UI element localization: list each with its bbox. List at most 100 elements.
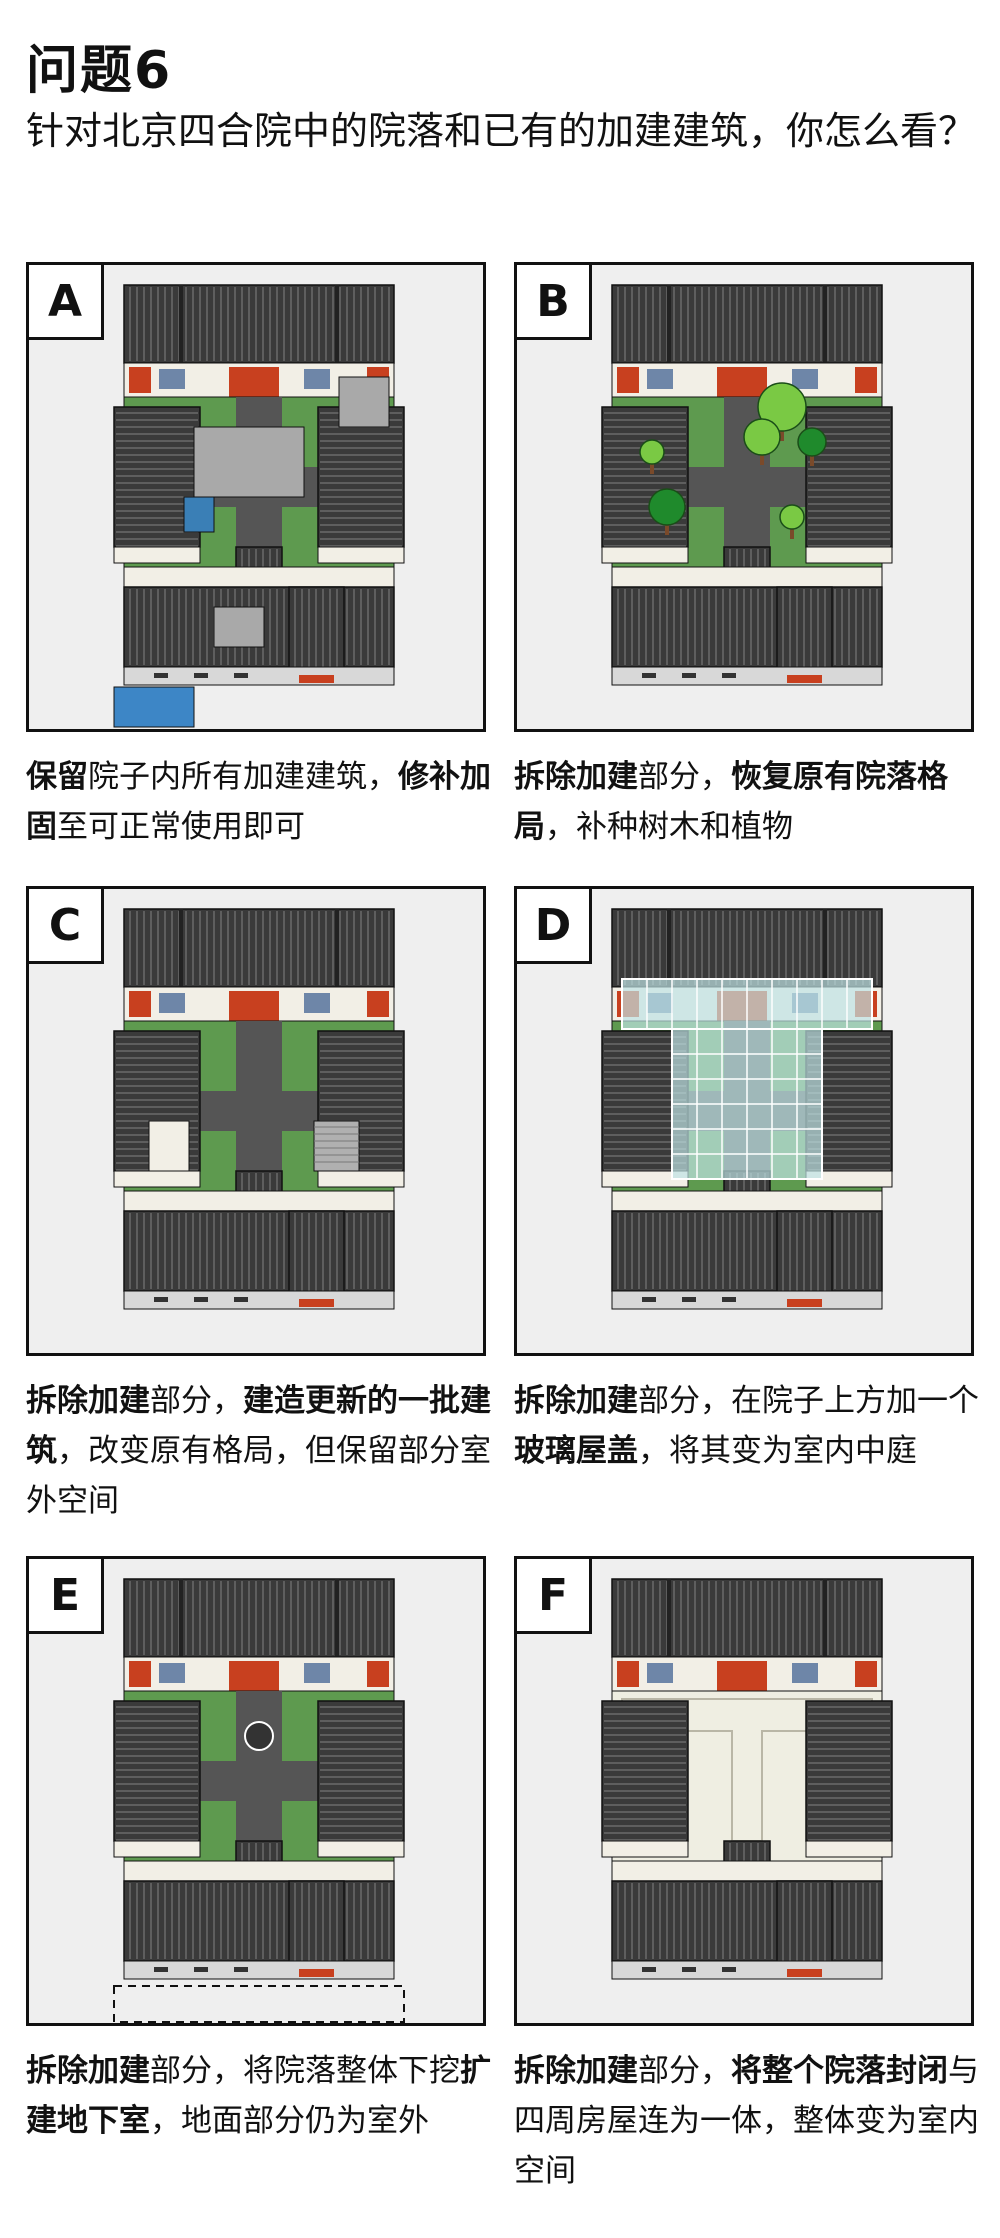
roof-ridge [179,1579,183,1659]
courtyard-plan-illustration [601,908,893,1310]
east-building-base [805,546,893,564]
caption-emphasis: 将整个院落封闭 [731,2053,948,2089]
west-building-base [113,1840,201,1858]
option-card-b[interactable]: B [514,262,974,732]
option-card-e[interactable]: E [26,1556,486,2026]
south-building-roof [123,1880,395,1962]
option-card-c[interactable]: C [26,886,486,1356]
option-card-d[interactable]: D [514,886,974,1356]
tree-icon [797,427,827,457]
question-text: 针对北京四合院中的院落和已有的加建建筑，你怎么看？ [26,109,977,153]
window [304,369,330,389]
east-building-roof [805,406,893,548]
window [159,1663,185,1683]
caption-emphasis: 玻璃屋盖 [514,1433,638,1469]
red-door [229,367,279,397]
west-building-base [113,1170,201,1188]
south-window-slot [234,1297,248,1302]
roof-ridge [179,909,183,989]
caption-emphasis: 拆除加建 [26,1383,150,1419]
south-building-roof [611,1210,883,1292]
south-window-slot [682,673,696,678]
south-window-slot [194,1297,208,1302]
caption-emphasis: 建造更新的一批建筑 [26,1383,491,1469]
red-door [129,991,151,1017]
red-door [367,1661,389,1687]
underground-outline [113,1985,405,2023]
north-building-roof [611,1578,883,1658]
caption-emphasis: 扩建地下室 [26,2053,491,2139]
south-window-slot [642,1297,656,1302]
window [647,369,673,389]
west-building-roof [113,1700,201,1842]
south-window-slot [154,1967,168,1972]
courtyard-path [672,467,822,507]
east-building-roof [317,1700,405,1842]
tree-icon [639,439,665,465]
east-building-roof [317,406,405,548]
west-building-base [113,546,201,564]
roof-ridge [335,285,339,365]
courtyard-plan-illustration [601,284,893,686]
red-door [229,991,279,1021]
south-window-slot [194,673,208,678]
roof-ridge [667,909,671,989]
caption-text: ，地面部分仍为室外 [150,2103,429,2139]
option-card-a[interactable]: A [26,262,486,732]
courtyard-plan-illustration [113,284,405,728]
option-letter-badge: D [517,889,592,964]
option-card-f[interactable]: F [514,1556,974,2026]
south-window-slot [682,1297,696,1302]
option-letter-badge: F [517,1559,592,1634]
courtyard-plan-illustration [113,908,405,1310]
window [159,993,185,1013]
option-caption-e: 拆除加建部分，将院落整体下挖扩建地下室，地面部分仍为室外 [26,2046,496,2146]
red-door [855,1661,877,1687]
red-door [617,367,639,393]
option-caption-f: 拆除加建部分，将整个院落封闭与四周房屋连为一体，整体变为室内空间 [514,2046,984,2196]
main-gate-door [299,675,334,683]
south-window-slot [234,1967,248,1972]
courtyard-path [184,1761,334,1801]
caption-text: 部分， [150,1383,243,1419]
east-building-base [317,1170,405,1188]
window [647,1663,673,1683]
south-yard-strip [123,1190,395,1212]
option-caption-d: 拆除加建部分，在院子上方加一个玻璃屋盖，将其变为室内中庭 [514,1376,984,1476]
red-door [617,1661,639,1687]
blue-addition [183,496,215,533]
red-door [855,367,877,393]
courtyard-path [184,1091,334,1131]
option-letter-badge: B [517,265,592,340]
roof-ridge [823,1579,827,1659]
option-letter-badge: A [29,265,104,340]
tree-icon [743,418,781,456]
window [304,1663,330,1683]
west-building-roof [601,1700,689,1842]
added-structure [338,376,390,428]
south-window-slot [722,673,736,678]
main-gate-door [299,1969,334,1977]
south-building-roof [611,1880,883,1962]
added-structure [213,606,265,648]
window [792,369,818,389]
roof-ridge [335,1579,339,1659]
tree-icon [757,382,807,432]
east-building-base [317,546,405,564]
caption-text: 与四周房屋连为一体，整体变为室内空间 [514,2053,979,2189]
red-door [129,367,151,393]
caption-emphasis: 拆除加建 [514,759,638,795]
tree-icon [648,488,686,526]
north-building-roof [123,908,395,988]
caption-text: 部分，在院子上方加一个 [638,1383,979,1419]
caption-text: 至可正常使用即可 [57,809,305,845]
caption-text: 部分，将院落整体下挖 [150,2053,460,2089]
caption-text: ，补种树木和植物 [545,809,793,845]
red-door [367,991,389,1017]
south-window-slot [642,1967,656,1972]
courtyard-plan-illustration [113,1578,405,2023]
window [159,369,185,389]
south-window-slot [722,1967,736,1972]
added-structure [193,426,305,498]
north-building-roof [611,284,883,364]
